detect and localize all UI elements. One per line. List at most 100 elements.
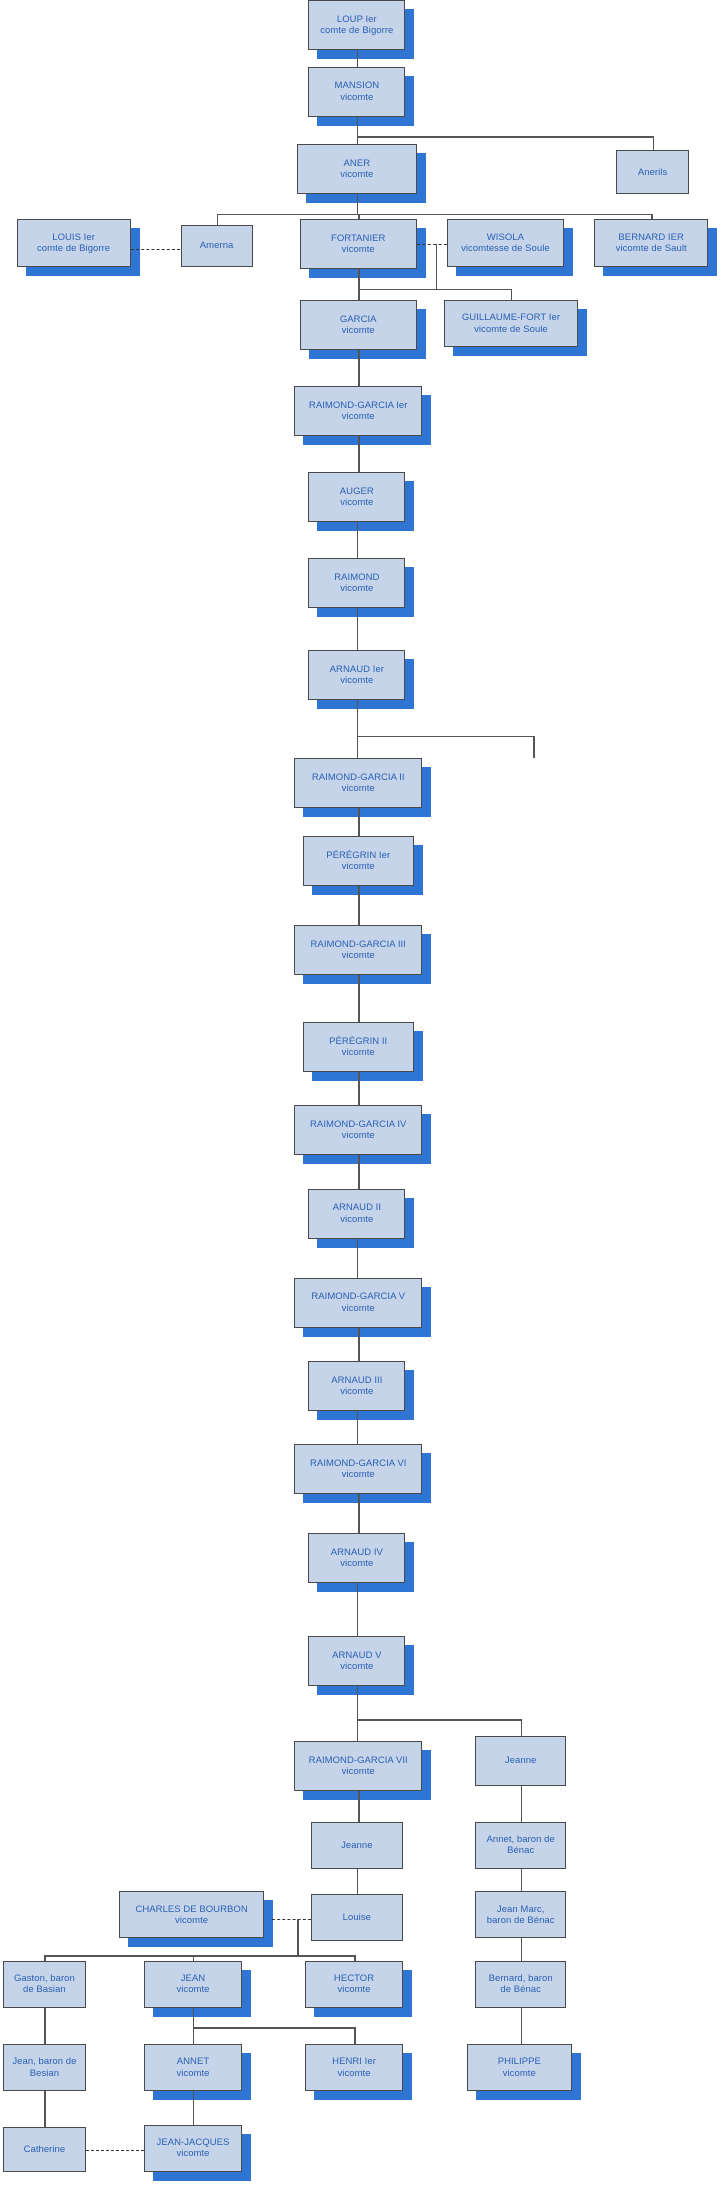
connector-line [520, 2007, 523, 2045]
person-name: Amerna [199, 240, 234, 252]
person-title: vicomte [340, 583, 374, 595]
person-title: comte de Bigorre [37, 242, 111, 254]
person-title: vicomte [340, 1558, 374, 1569]
connector-line [651, 213, 653, 220]
person-name: Jean, baron de [12, 2056, 77, 2068]
person-node[interactable]: Jeanne [311, 1821, 403, 1870]
connector-line [356, 49, 359, 67]
connector-line [358, 885, 360, 925]
person-name: Louise [342, 1912, 371, 1924]
person-name: ANNET [176, 2056, 210, 2068]
person-name: ARNAUD II [332, 1202, 382, 1214]
person-title: comte de Bigorre [320, 24, 394, 36]
person-name: Jeanne [504, 1755, 537, 1767]
connector-line [356, 699, 359, 759]
person-title: vicomte [340, 169, 374, 181]
connector-line [358, 808, 360, 836]
person-name: LOUP Ier [336, 13, 377, 25]
connector-line [297, 1918, 299, 1956]
person-node[interactable]: Amerna [180, 224, 253, 267]
person-title: vicomte [341, 324, 375, 336]
person-name: JEAN [180, 1973, 206, 1985]
person-title: Bénac [507, 1845, 535, 1857]
person-title: vicomte [341, 1766, 375, 1778]
person-name: CHARLES DE BOURBON [135, 1903, 248, 1915]
person-title: vicomte [176, 2148, 210, 2160]
connector-line [358, 213, 360, 220]
connector-line [44, 2007, 46, 2045]
person-name: PÉRÉGRIN II [329, 1035, 388, 1047]
person-node[interactable]: Catherine [2, 2127, 87, 2172]
connector-line [358, 288, 360, 300]
person-name: MANSION [334, 80, 380, 92]
person-title: vicomte [341, 1302, 375, 1314]
marriage-line [86, 2150, 145, 2152]
connector-line [510, 288, 513, 300]
person-name: ARNAUD III [331, 1374, 383, 1386]
person-name: AUGER [339, 485, 374, 497]
person-name: PÉRÉGRIN Ier [326, 849, 391, 861]
person-name: RAIMOND-GARCIA IV [310, 1119, 407, 1131]
connector-line [44, 1955, 46, 1961]
connector-line [356, 116, 359, 137]
person-name: FORTANIER [330, 233, 386, 245]
person-title: vicomtesse de Soule [461, 242, 550, 254]
connector-line [356, 136, 653, 138]
person-title: vicomte [175, 1914, 209, 1926]
person-node[interactable]: Jean Marc,baron de Bénac [474, 1891, 567, 1939]
person-name: JEAN-JACQUES [156, 2136, 230, 2148]
person-name: Bernard, baron [488, 1973, 553, 1985]
person-name: Annet, baron de [486, 1834, 555, 1846]
person-title: vicomte [341, 411, 375, 423]
person-name: Catherine [23, 2143, 66, 2155]
connector-line [356, 522, 359, 559]
person-name: GUILLAUME-FORT Ier [461, 312, 561, 324]
person-title: vicomte [341, 949, 375, 961]
person-node[interactable]: Jeanne [474, 1735, 567, 1786]
person-node[interactable]: Anerils [616, 149, 689, 195]
connector-line [358, 1719, 521, 1721]
marriage-line [271, 1918, 311, 1920]
person-name: Gaston, baron [13, 1973, 75, 1985]
connector-line [356, 608, 359, 650]
person-title: de Bénac [500, 1984, 541, 1996]
person-node[interactable]: Louise [311, 1894, 403, 1942]
connector-line [356, 1685, 359, 1742]
